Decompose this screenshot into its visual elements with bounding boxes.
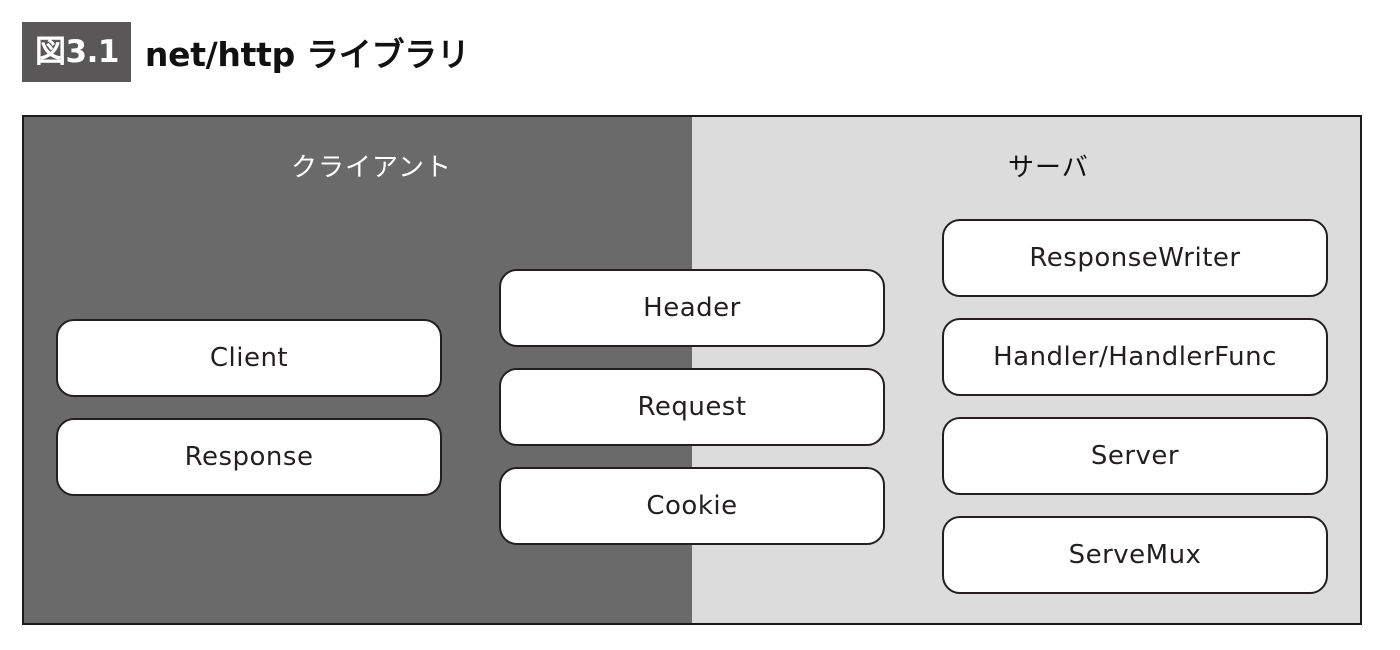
servemux-box: ServeMux [942,516,1328,594]
client-box: Client [56,319,442,397]
cookie-box: Cookie [499,467,885,545]
header-box: Header [499,269,885,347]
figure-title: net/http ライブラリ [144,35,470,74]
handler-handlerfunc-box: Handler/HandlerFunc [942,318,1328,396]
response-box: Response [56,418,442,496]
responsewriter-box: ResponseWriter [942,219,1328,297]
request-box: Request [499,368,885,446]
figure-number-label: 図3.1 [22,22,131,82]
diagram-frame: クライアント サーバ Client Response Header Reques… [22,115,1362,625]
figure-header: 図3.1 net/http ライブラリ [22,22,470,82]
client-zone-title: クライアント [291,153,452,183]
server-box: Server [942,417,1328,495]
server-zone-title: サーバ [1008,153,1089,183]
